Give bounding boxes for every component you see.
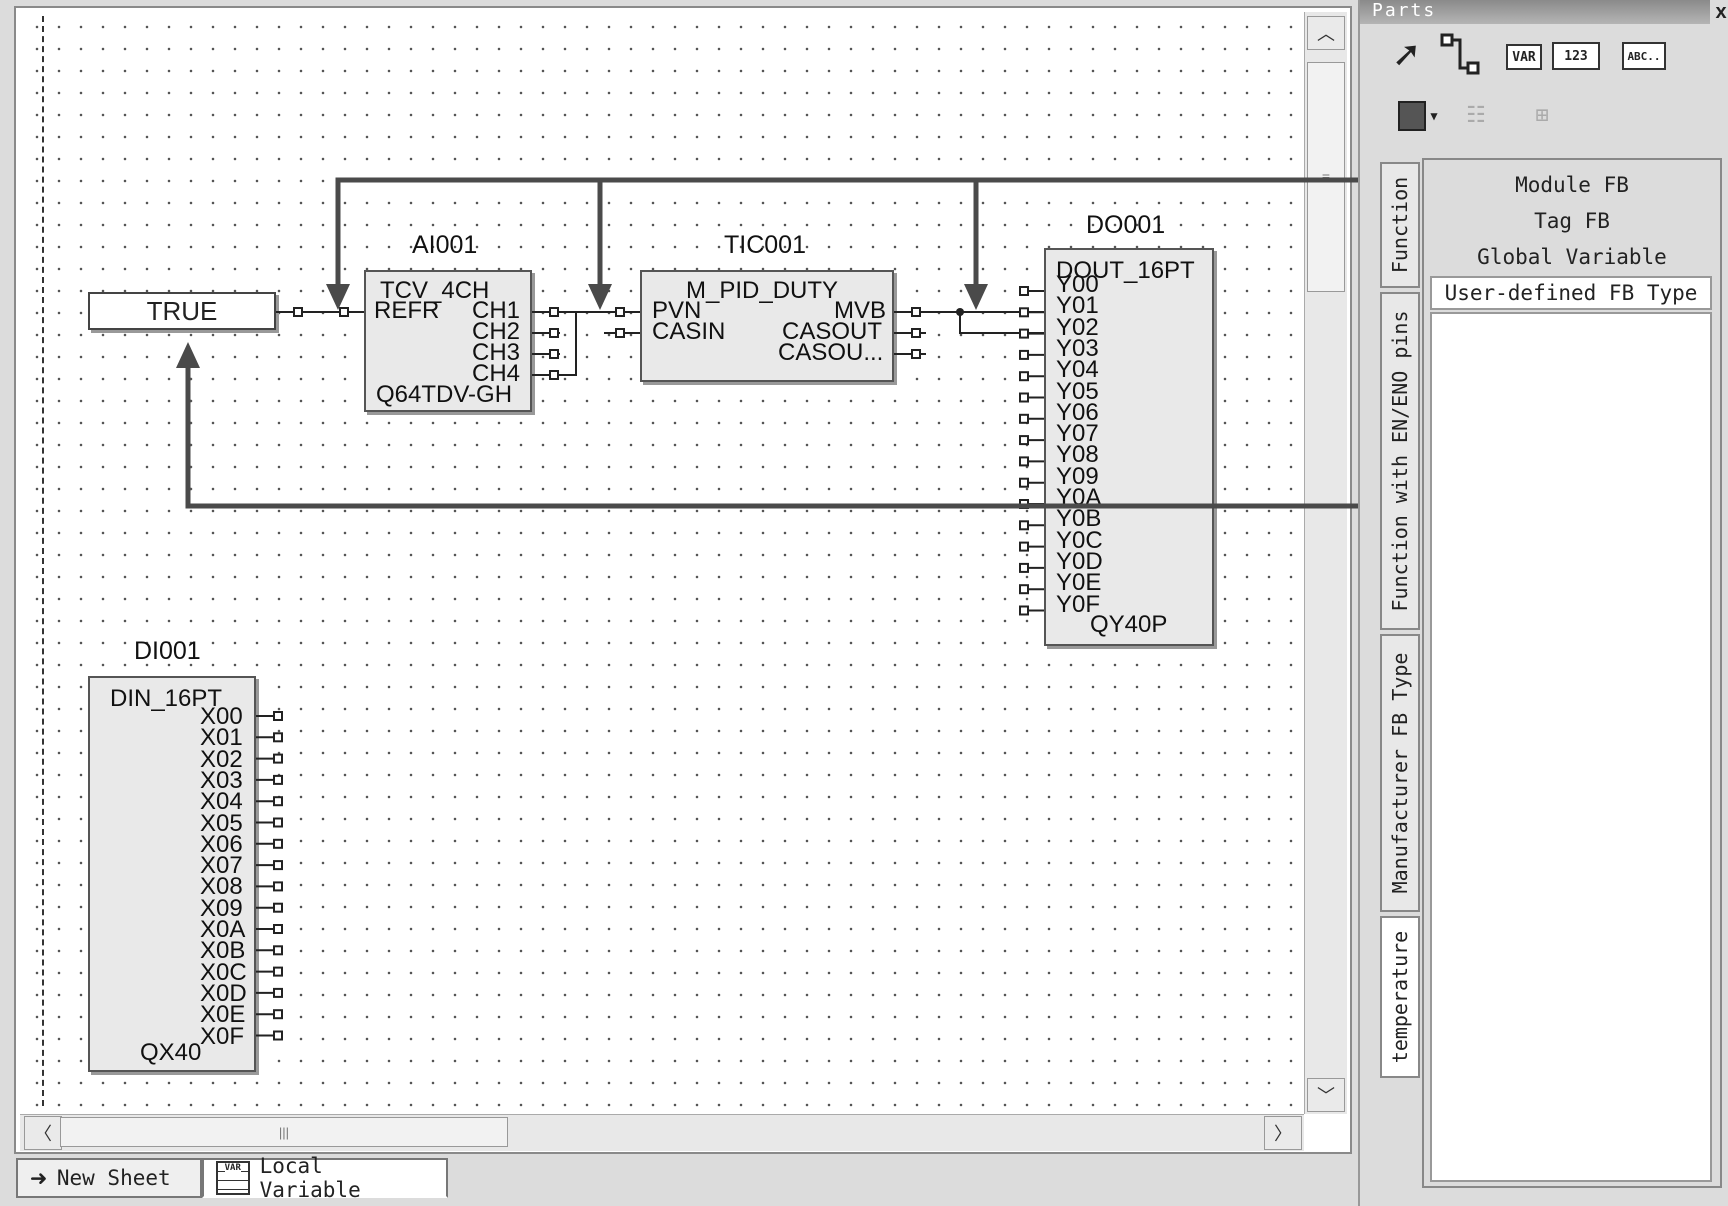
tab-function[interactable]: Function <box>1380 162 1420 288</box>
input-pin-label: CASIN <box>652 318 726 345</box>
fb-type-list-box[interactable] <box>1430 312 1712 1182</box>
tab-label: Function with EN/ENO pins <box>1388 310 1412 612</box>
fb-type-label: DIN_16PT <box>110 685 223 712</box>
fb-type-label: M_PID_DUTY <box>686 277 839 304</box>
variable-tool[interactable]: VAR <box>1506 44 1542 70</box>
parts-list: Module FB Tag FB Global Variable User-de… <box>1422 158 1722 1188</box>
tab-manufacturer-fb-type[interactable]: Manufacturer FB Type <box>1380 634 1420 912</box>
chevron-down-icon: ▼ <box>1430 109 1438 123</box>
constant-true-box[interactable]: TRUE <box>88 292 276 330</box>
input-pin-label: Y0D <box>1056 547 1103 575</box>
tab-new-sheet[interactable]: ➜ New Sheet <box>16 1158 202 1198</box>
chevron-up-icon: ︿ <box>1317 24 1335 44</box>
tree-view-icon: ⊞ <box>1535 102 1549 128</box>
list-view-icon: ☷ <box>1466 102 1486 128</box>
list-item-module-fb[interactable]: Module FB <box>1424 168 1720 202</box>
module-label: Q64TDV-GH <box>376 381 513 408</box>
output-pin-label: X0E <box>200 1001 246 1029</box>
module-label: QY40P <box>1090 611 1168 638</box>
select-pointer-tool[interactable]: ➚ <box>1382 30 1430 82</box>
output-pin-label: X0C <box>200 958 247 986</box>
tab-temperature[interactable]: temperature <box>1380 916 1420 1078</box>
output-pin-label: X05 <box>200 809 243 837</box>
grip-icon: ≡ <box>1321 169 1331 185</box>
output-pin-label: X0A <box>200 916 246 943</box>
parts-title: Parts <box>1360 0 1710 24</box>
di-instance-name: DI001 <box>134 637 201 665</box>
output-pin-label: X00 <box>200 703 243 730</box>
tic-instance-name: TIC001 <box>724 231 806 259</box>
horizontal-scroll-thumb[interactable]: ||| <box>60 1117 508 1147</box>
fb-ai001[interactable]: TCV_4CH REFR CH1 CH2 CH3 CH4 Q64TDV-GH <box>364 270 532 412</box>
fb-tic001[interactable]: M_PID_DUTY PVN CASIN MVB CASOUT CASOU... <box>640 270 894 382</box>
tab-label: Manufacturer FB Type <box>1388 652 1412 894</box>
chevron-down-icon: ﹀ <box>1317 1086 1335 1106</box>
tab-label: New Sheet <box>56 1166 171 1190</box>
do-instance-name: DO001 <box>1086 211 1166 239</box>
arrow-right-icon: ➜ <box>30 1161 47 1195</box>
tab-label: temperature <box>1388 930 1412 1064</box>
tool-label: VAR <box>1512 49 1536 65</box>
line-tool[interactable] <box>1434 30 1488 78</box>
constant-value: TRUE <box>146 295 218 326</box>
output-pin-label: X0F <box>200 1022 245 1050</box>
list-item-label: User-defined FB Type <box>1444 281 1698 305</box>
chevron-right-icon: 〉 <box>1274 1124 1292 1144</box>
input-pin-label: Y0C <box>1056 526 1103 554</box>
scroll-down-button[interactable]: ﹀ <box>1307 1078 1345 1112</box>
output-pin-label: X03 <box>200 766 243 794</box>
output-pin-label: X06 <box>200 830 243 858</box>
tool-label: 123 <box>1564 48 1588 64</box>
number-constant-tool[interactable]: 123 <box>1552 42 1600 70</box>
sheet-tab-bar: ➜ New Sheet VAR Local Variable <box>14 1154 1352 1202</box>
block-icon <box>1398 101 1427 131</box>
output-pin-label: X08 <box>200 873 243 901</box>
list-item-label: Global Variable <box>1477 245 1667 269</box>
vertical-scroll-thumb[interactable]: ≡ <box>1307 62 1345 292</box>
close-icon[interactable]: x <box>1715 0 1727 23</box>
output-pin-label: CASOU... <box>778 339 884 366</box>
tool-label: ABC.. <box>1627 49 1661 63</box>
output-pin-label: X0D <box>200 979 247 1007</box>
chevron-left-icon: 〈 <box>34 1124 52 1144</box>
vertical-scrollbar[interactable]: ︿ ≡ ﹀ <box>1304 12 1347 1114</box>
tab-function-en-eno[interactable]: Function with EN/ENO pins <box>1380 292 1420 630</box>
category-tabs: Function Function with EN/ENO pins Manuf… <box>1380 162 1422 1082</box>
connect-line-icon <box>1440 33 1480 75</box>
list-item-tag-fb[interactable]: Tag FB <box>1424 204 1720 238</box>
output-pin-label: X0B <box>200 937 246 965</box>
page-boundary-line <box>42 16 44 1106</box>
module-label: QX40 <box>140 1039 202 1066</box>
input-pin-label: REFR <box>374 297 440 324</box>
output-pin-label: X01 <box>200 724 243 752</box>
output-pin-label: X04 <box>200 788 243 816</box>
input-pin-label: Y0B <box>1056 505 1102 533</box>
cursor-arrow-icon: ➚ <box>1393 33 1419 79</box>
list-item-global-variable[interactable]: Global Variable <box>1424 240 1720 274</box>
output-pin-label: X02 <box>200 745 243 773</box>
string-constant-tool[interactable]: ABC.. <box>1622 42 1666 70</box>
ai-instance-name: AI001 <box>412 231 478 259</box>
list-item-user-defined-fb-type[interactable]: User-defined FB Type <box>1430 276 1712 310</box>
scroll-right-button[interactable]: 〉 <box>1264 1116 1302 1150</box>
list-item-label: Module FB <box>1515 173 1629 197</box>
parts-panel: Parts x ➚ VAR 123 ABC.. ▼ ☷ ⊞ Function F… <box>1358 0 1728 1206</box>
output-pin-label: X07 <box>200 852 243 880</box>
tab-label: Function <box>1388 176 1412 274</box>
grip-icon: ||| <box>278 1124 290 1140</box>
variable-table-icon: VAR <box>216 1161 250 1195</box>
scroll-left-button[interactable]: 〈 <box>24 1116 62 1150</box>
output-pin-label: X09 <box>200 894 243 922</box>
input-pin-label: Y0F <box>1056 590 1101 618</box>
input-pin-label: Y0E <box>1056 569 1102 597</box>
list-item-label: Tag FB <box>1534 209 1610 233</box>
tab-local-variable[interactable]: VAR Local Variable <box>202 1154 448 1202</box>
block-style-dropdown[interactable]: ▼ <box>1390 96 1446 136</box>
scroll-up-button[interactable]: ︿ <box>1307 16 1345 50</box>
tab-label: Local Variable <box>259 1154 361 1202</box>
horizontal-scrollbar[interactable]: 〈 ||| 〉 <box>20 1114 1304 1151</box>
